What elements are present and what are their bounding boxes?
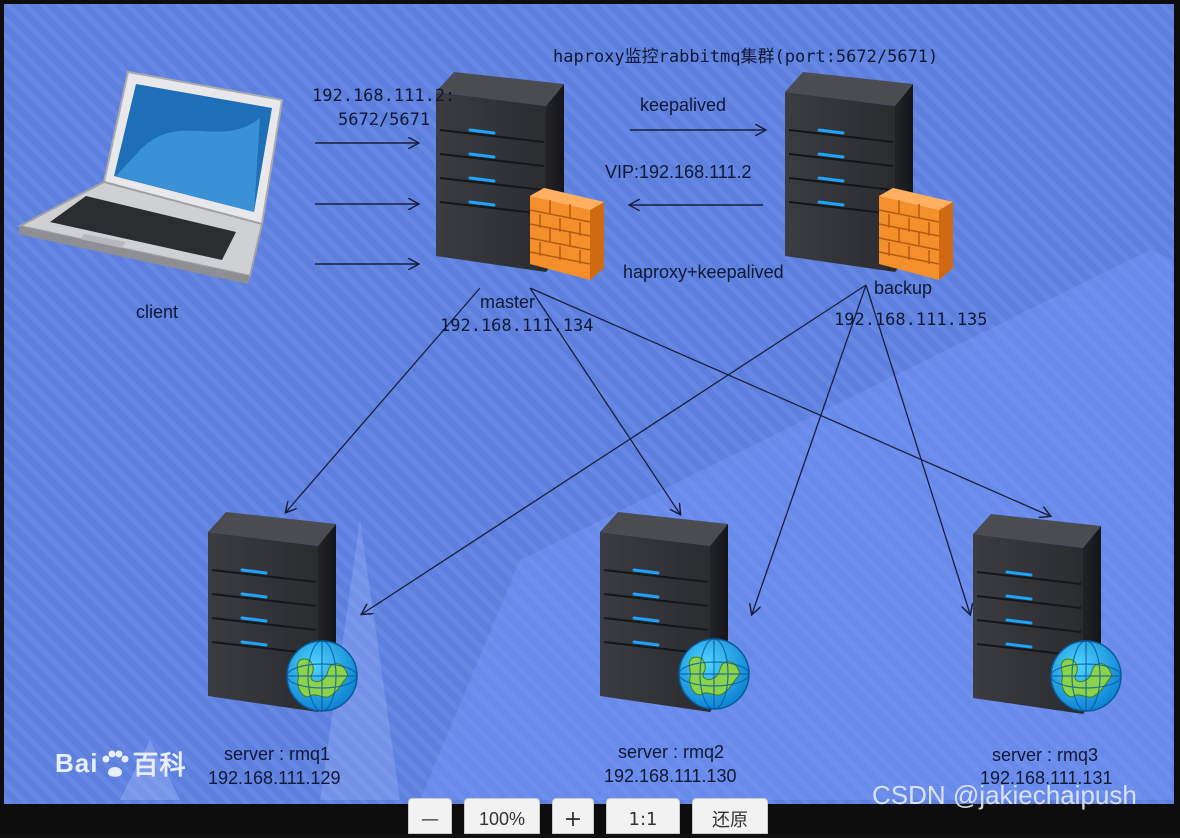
- master-firewall-icon: [529, 187, 605, 281]
- zoom-out-button[interactable]: —: [408, 798, 452, 834]
- rmq1-globe-icon: [286, 640, 358, 712]
- master-to-rmq-arrows: [286, 287, 1050, 516]
- baidu-logo-right: 百科: [132, 750, 187, 780]
- client-label: client: [136, 302, 179, 322]
- diagram-title: haproxy监控rabbitmq集群(port:5672/5671): [553, 47, 939, 67]
- client-laptop-icon: [17, 70, 284, 284]
- rmq3-ip: 192.168.111.131: [980, 768, 1113, 788]
- zoom-in-button[interactable]: +: [552, 798, 594, 834]
- haproxy-keepalived-label: haproxy+keepalived: [623, 262, 784, 282]
- paw-icon: [102, 750, 129, 777]
- rmq1-name: server : rmq1: [224, 744, 331, 764]
- rmq2-name: server : rmq2: [618, 742, 725, 762]
- master-name: master: [480, 292, 536, 312]
- restore-button[interactable]: 还原: [692, 798, 768, 834]
- vip-label: VIP:192.168.111.2: [605, 162, 752, 182]
- rmq2-ip: 192.168.111.130: [604, 766, 737, 786]
- baidu-logo-left: Bai: [55, 748, 99, 778]
- rmq1-ip: 192.168.111.129: [208, 768, 341, 788]
- rmq3-name: server : rmq3: [992, 745, 1099, 765]
- master-ip: 192.168.111.134: [440, 316, 594, 336]
- backup-firewall-icon: [878, 187, 954, 281]
- keepalived-label: keepalived: [640, 95, 727, 115]
- client-to-master-arrows: [315, 143, 418, 264]
- backup-name: backup: [874, 278, 933, 298]
- rmq2-globe-icon: [678, 638, 750, 710]
- client-vip-line1: 192.168.111.2:: [312, 86, 456, 106]
- zoom-toolbar: — 100% + 1:1 还原: [408, 798, 768, 834]
- backup-to-rmq-arrows: [362, 284, 970, 614]
- backup-ip: 192.168.111.135: [834, 310, 988, 330]
- ratio-button[interactable]: 1:1: [606, 798, 680, 834]
- zoom-level-button[interactable]: 100%: [464, 798, 540, 834]
- baidu-logo: Bai 百科: [55, 745, 186, 782]
- csdn-watermark: CSDN @jakiechaipush: [872, 780, 1137, 810]
- rmq3-globe-icon: [1050, 640, 1122, 712]
- client-vip-line2: 5672/5671: [338, 110, 431, 130]
